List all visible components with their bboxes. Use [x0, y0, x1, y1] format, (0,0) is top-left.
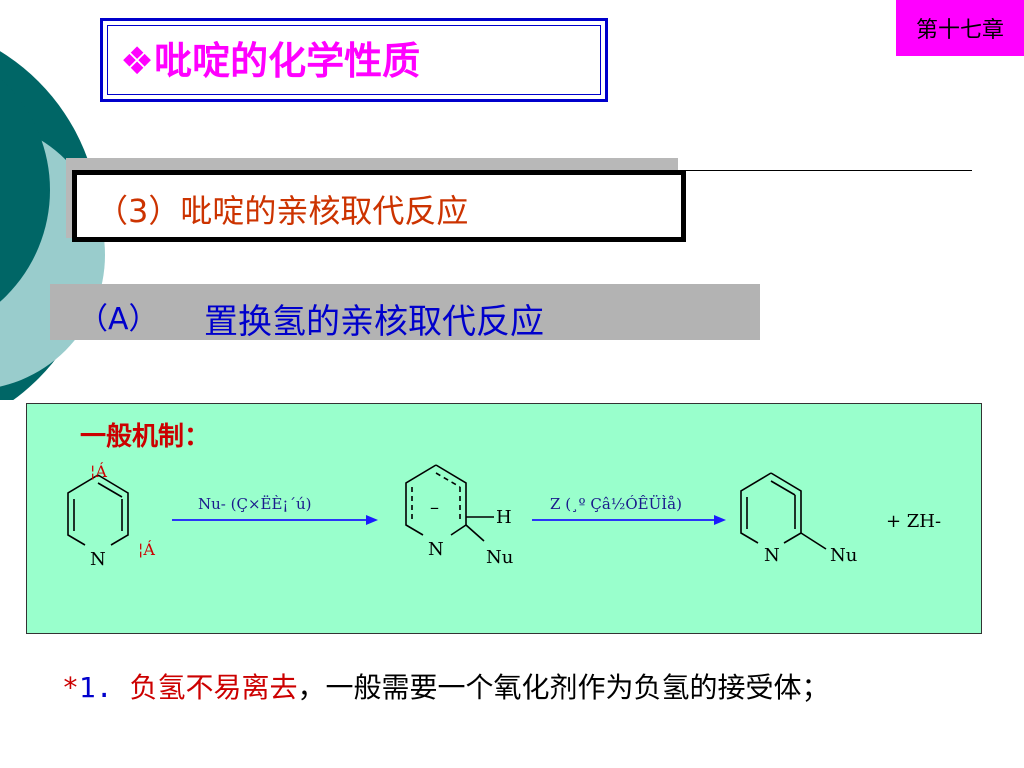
section-label: （A） — [78, 302, 159, 337]
atom-Nu: Nu — [486, 547, 513, 568]
atom-N: N — [90, 549, 106, 570]
intermediate-charge: – — [430, 497, 439, 518]
atom-N: N — [428, 539, 444, 560]
title-frame — [100, 18, 608, 102]
subtitle: （3）吡啶的亲核取代反应 — [96, 192, 469, 230]
meisenheimer-intermediate — [405, 464, 494, 542]
alpha-label-side: ¦Á — [138, 539, 155, 559]
note-highlight: 负氢不易离去 — [129, 671, 298, 704]
reaction-scheme: N ¦Á ¦Á Nu- (Ç×ËÈ¡´ú) – N H Nu Z (¸º Çâ½… — [67, 461, 941, 570]
pyridine-product — [740, 472, 827, 550]
mechanism-box — [26, 403, 982, 634]
section-heading: 置换氢的亲核取代反应 — [204, 302, 544, 342]
chapter-tag: 第十七章 — [896, 0, 1024, 56]
atom-H: H — [496, 507, 512, 528]
divider-line — [680, 170, 972, 171]
note-number: 1. — [78, 671, 113, 704]
atom-N: N — [764, 545, 780, 566]
arrow1-label: Nu- (Ç×ËÈ¡´ú) — [198, 495, 311, 513]
alpha-label-top: ¦Á — [90, 461, 107, 481]
atom-Nu: Nu — [830, 545, 857, 566]
pyridine-reactant — [67, 474, 129, 546]
section-bar — [50, 284, 760, 340]
page-title: ❖吡啶的化学性质 — [120, 39, 421, 83]
byproduct: + ZH- — [886, 511, 941, 532]
subtitle-frame — [72, 170, 686, 242]
note-text: ，一般需要一个氧化剂作为负氢的接受体； — [297, 671, 830, 704]
mechanism-heading: 一般机制： — [80, 422, 211, 452]
teal-circle-overlap — [0, 78, 50, 302]
note-line: *1. 负氢不易离去，一般需要一个氧化剂作为负氢的接受体； — [62, 666, 829, 706]
arrow2-label: Z (¸º Çâ½ÓÊÜÌå) — [550, 495, 682, 513]
note-star: * — [62, 671, 79, 704]
